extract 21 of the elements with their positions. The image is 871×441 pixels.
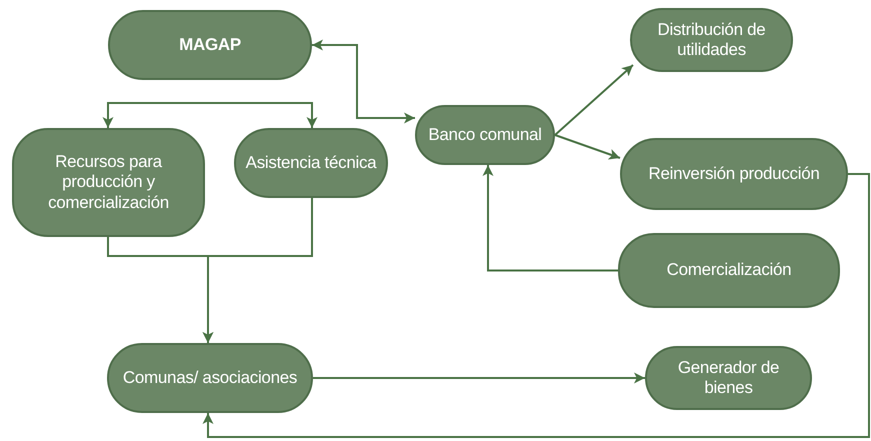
box-label: MAGAP	[178, 34, 242, 56]
arrow	[554, 64, 634, 136]
box-label: Asistencia técnica	[244, 152, 378, 174]
arrow	[554, 134, 620, 160]
arrow	[312, 40, 415, 124]
box-label: Recursos para producción y comercialización	[47, 152, 170, 214]
rounded-box	[415, 105, 555, 165]
arrow	[208, 102, 318, 128]
box-label: Distribución de utilidades	[656, 20, 766, 60]
box-label: Comercialización	[666, 260, 792, 281]
box-label: Comunas/ asociaciones	[122, 368, 298, 388]
box-label: Reinversión producción	[647, 164, 821, 184]
arrow	[482, 165, 618, 272]
arrow	[102, 102, 208, 128]
rounded-box	[630, 8, 793, 72]
arrow	[313, 372, 645, 384]
arrow	[202, 173, 870, 438]
box-label: Banco comunal	[427, 124, 543, 146]
rounded-box	[12, 128, 205, 237]
box-label: Generador de bienes	[676, 358, 780, 398]
arrow	[202, 198, 313, 343]
